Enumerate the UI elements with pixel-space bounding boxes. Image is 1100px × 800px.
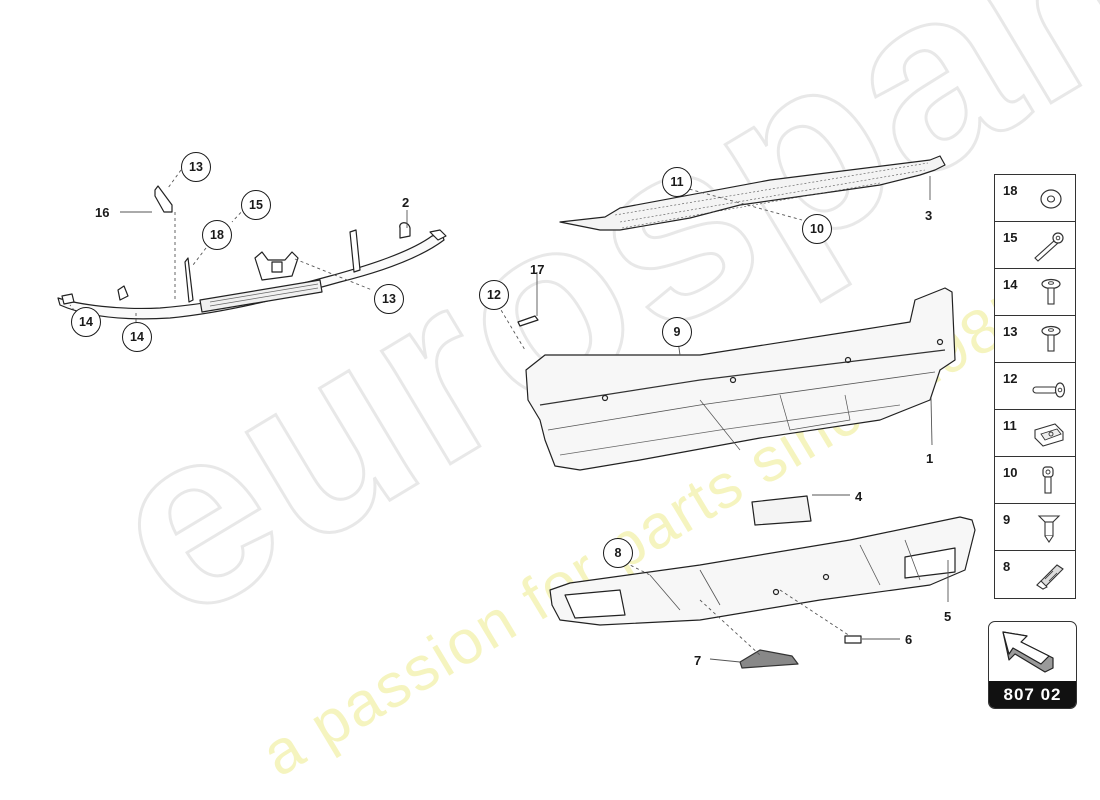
countersunk-rivet-icon — [1037, 515, 1061, 543]
legend-number: 8 — [1003, 559, 1011, 574]
plate-4 — [751, 495, 812, 526]
page-code: 807 02 — [989, 681, 1076, 708]
flange-screw-icon — [1041, 325, 1061, 352]
callout-15[interactable]: 15 — [241, 190, 271, 220]
direction-arrow-icon — [1002, 631, 1054, 673]
fastener-legend: 18 15 14 13 — [994, 174, 1076, 599]
clip-17 — [517, 315, 539, 327]
page-reference-badge[interactable]: 807 02 — [988, 621, 1077, 709]
legend-row-15[interactable]: 15 — [995, 222, 1075, 269]
mesh-insert-7 — [739, 649, 799, 669]
label-16[interactable]: 16 — [95, 205, 110, 220]
legend-row-14[interactable]: 14 — [995, 269, 1075, 316]
leader-lines — [69, 169, 949, 663]
washer-icon — [1040, 189, 1062, 209]
callout-8[interactable]: 8 — [603, 538, 633, 568]
legend-number: 15 — [1003, 230, 1018, 245]
label-5[interactable]: 5 — [944, 609, 952, 624]
label-2[interactable]: 2 — [402, 195, 410, 210]
horizontal-bolt-icon — [1032, 382, 1066, 398]
socket-cap-screw-icon — [1042, 466, 1054, 494]
label-17[interactable]: 17 — [530, 262, 545, 277]
label-3[interactable]: 3 — [925, 208, 933, 223]
legend-row-11[interactable]: 11 — [995, 410, 1075, 457]
bumper-carrier-rail — [57, 222, 447, 320]
upper-mesh-grille — [559, 155, 946, 231]
callout-14-left[interactable]: 14 — [71, 307, 101, 337]
callout-11[interactable]: 11 — [662, 167, 692, 197]
legend-number: 13 — [1003, 324, 1018, 339]
label-4[interactable]: 4 — [855, 489, 863, 504]
callout-10[interactable]: 10 — [802, 214, 832, 244]
callout-18[interactable]: 18 — [202, 220, 232, 250]
callout-13-right[interactable]: 13 — [374, 284, 404, 314]
legend-number: 11 — [1003, 418, 1017, 433]
legend-number: 10 — [1003, 465, 1018, 480]
rear-diffuser — [549, 516, 976, 626]
callout-12[interactable]: 12 — [479, 280, 509, 310]
long-bolt-icon — [1034, 232, 1064, 262]
callout-9[interactable]: 9 — [662, 317, 692, 347]
legend-number: 9 — [1003, 512, 1011, 527]
expansion-clip-icon — [1036, 564, 1064, 590]
legend-row-12[interactable]: 12 — [995, 363, 1075, 410]
rear-bumper-cover — [525, 287, 956, 471]
bracket-16 — [154, 185, 173, 213]
legend-number: 12 — [1003, 371, 1018, 386]
flange-screw-icon — [1041, 278, 1061, 305]
clip-6 — [844, 635, 862, 644]
label-7[interactable]: 7 — [694, 653, 702, 668]
legend-number: 14 — [1003, 277, 1018, 292]
legend-row-10[interactable]: 10 — [995, 457, 1075, 504]
spring-clip-nut-icon — [1034, 423, 1064, 447]
legend-row-13[interactable]: 13 — [995, 316, 1075, 363]
callout-13-top[interactable]: 13 — [181, 152, 211, 182]
callout-14-center[interactable]: 14 — [122, 322, 152, 352]
legend-row-8[interactable]: 8 — [995, 551, 1075, 598]
legend-number: 18 — [1003, 183, 1018, 198]
label-1[interactable]: 1 — [926, 451, 934, 466]
label-6[interactable]: 6 — [905, 632, 913, 647]
legend-row-18[interactable]: 18 — [995, 175, 1075, 222]
legend-row-9[interactable]: 9 — [995, 504, 1075, 551]
